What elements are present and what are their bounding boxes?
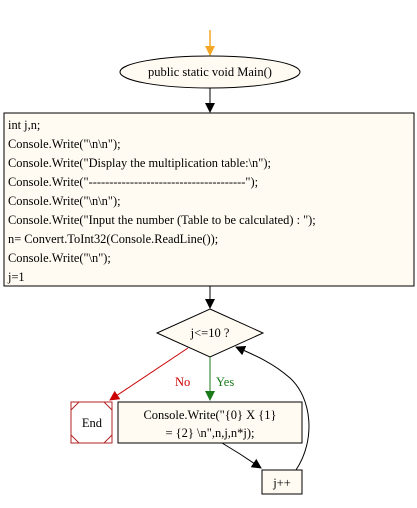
process-line: n= Convert.ToInt32(Console.ReadLine());: [8, 232, 218, 246]
end-label: End: [82, 416, 103, 430]
process-line: Console.Write("Input the number (Table t…: [8, 213, 316, 227]
loop-body-line: = {2} \n",n,j,n*j);: [165, 426, 254, 440]
end-node: End: [70, 401, 113, 444]
start-label: public static void Main(): [148, 65, 272, 79]
no-label: No: [175, 375, 190, 389]
process-line: Console.Write("-------------------------…: [8, 175, 258, 189]
process-line: int j,n;: [8, 118, 40, 132]
no-branch-arrow: [109, 347, 189, 401]
loop-back-arrow: [235, 346, 310, 471]
increment-box: j++: [261, 469, 303, 495]
increment-label: j++: [272, 476, 291, 490]
arrow-body-to-increment: [221, 442, 262, 469]
process-box: int j,n; Console.Write("\n\n"); Console.…: [3, 112, 415, 287]
decision-label: j<=10 ?: [190, 326, 230, 340]
process-line: Console.Write("\n");: [8, 251, 111, 265]
process-line: j=1: [7, 270, 25, 284]
process-line: Console.Write("\n\n");: [8, 194, 121, 208]
yes-label: Yes: [216, 375, 234, 389]
decision-node: j<=10 ?: [155, 308, 265, 358]
loop-body-line: Console.Write("{0} X {1}: [143, 408, 276, 422]
process-line: Console.Write("Display the multiplicatio…: [8, 156, 271, 170]
start-node: public static void Main(): [119, 55, 301, 89]
process-line: Console.Write("\n\n");: [8, 137, 121, 151]
loop-body-box: Console.Write("{0} X {1} = {2} \n",n,j,n…: [117, 401, 303, 444]
